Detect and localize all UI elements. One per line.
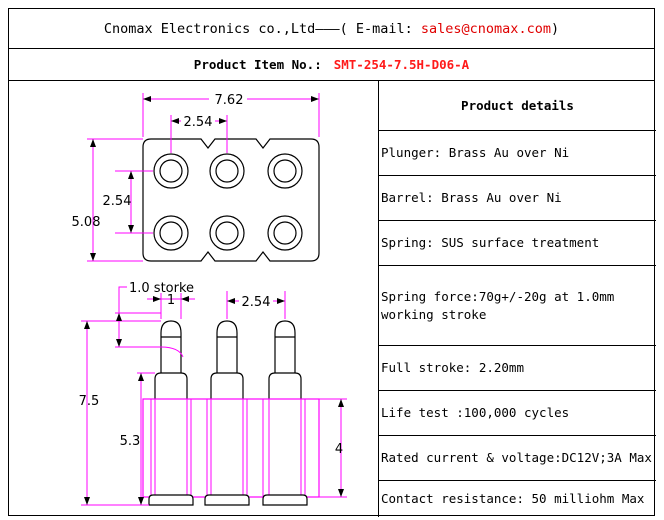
spec-sheet: Cnomax Electronics co.,Ltd ——— ( E-mail:… [8,8,656,517]
top-view: 7.62 2.54 2.54 5.08 [72,91,320,262]
company-header: Cnomax Electronics co.,Ltd ——— ( E-mail:… [9,9,654,49]
detail-rated-current: Rated current & voltage:DC12V;3A Max [379,436,656,481]
barrels [154,372,302,399]
hole-inner [159,221,183,245]
email-open: ( E-mail: [339,20,421,37]
detail-full-stroke: Full stroke: 2.20mm [379,346,656,391]
pin-feet [148,494,308,506]
hole-inner [159,159,183,183]
email-close: ) [550,20,560,37]
hole-inner [215,159,239,183]
dim-bg [181,113,215,129]
connector-outline [142,138,320,262]
detail-contact-resistance: Contact resistance: 50 milliohm Max [381,491,645,506]
hole-outer [267,215,303,251]
technical-drawing: 7.62 2.54 2.54 5.08 [9,81,379,517]
hole-outer [267,153,303,189]
hole-outer [153,215,189,251]
product-item-number: SMT-254-7.5H-D06-A [333,57,470,72]
top-arrows [90,96,319,261]
header-dash: ——— [315,20,340,37]
insulator-body [142,398,320,498]
side-view: 1.0 storke 1 2.54 7.5 5.3 4 [79,281,347,506]
hole-inner [215,221,239,245]
dim-side-pitch: 2.54 [242,295,271,310]
dim-stroke-value: 1 [167,293,175,308]
plungers [160,320,296,373]
hole-outer [153,153,189,189]
detail-life-test: Life test :100,000 cycles [379,391,656,436]
pin-holes [153,153,303,251]
side-arrows [84,296,344,505]
dim-width-762: 7.62 [215,93,244,108]
detail-barrel: Barrel: Brass Au over Ni [379,176,656,221]
detail-spring-force: Spring force:70g+/-20g at 1.0mm working … [379,266,656,346]
detail-spring: Spring: SUS surface treatment [379,221,656,266]
dim-stroke-label: 1.0 storke [129,281,194,296]
product-item-row: Product Item No.: SMT-254-7.5H-D06-A [9,49,654,81]
dim-pitch-x: 2.54 [184,115,213,130]
dim-pitch-y: 2.54 [103,194,132,209]
dim-height-508: 5.08 [72,215,101,230]
hole-inner [273,159,297,183]
email-link[interactable]: sales@cnomax.com [420,20,551,37]
dim-bg [209,91,247,107]
product-details-table: Product details Plunger: Brass Au over N… [379,81,656,517]
dim-total-height: 7.5 [79,394,100,409]
product-item-label: Product Item No.: [193,57,322,72]
barrel-lines [150,399,306,497]
company-name: Cnomax Electronics co.,Ltd [103,20,316,37]
stroke-curve [160,346,184,358]
hole-inner [273,221,297,245]
hole-outer [209,153,245,189]
dim-bg [239,293,273,309]
dim-insulator: 4 [335,442,343,457]
drawing-svg: 7.62 2.54 2.54 5.08 [72,91,347,506]
details-title: Product details [379,81,656,131]
detail-plunger: Plunger: Brass Au over Ni [379,131,656,176]
dim-body-height: 5.3 [120,434,141,449]
hole-outer [209,215,245,251]
